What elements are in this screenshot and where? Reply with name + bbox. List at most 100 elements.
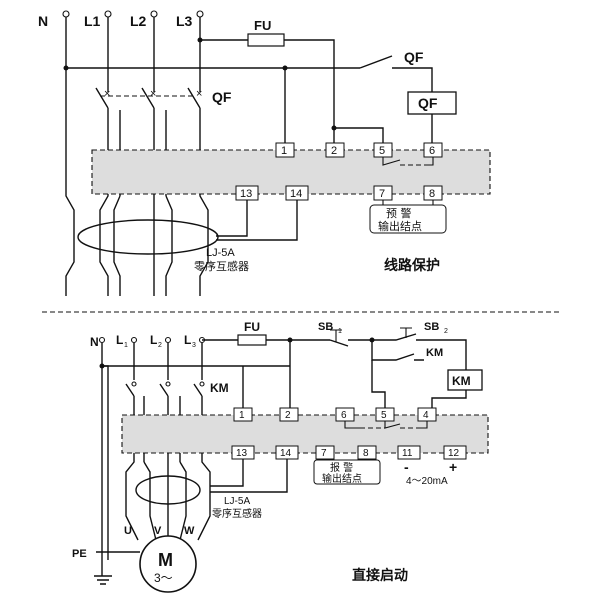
ct-wire-b-13: [210, 459, 244, 487]
n-conductor: [65, 17, 75, 296]
l2-inner: [165, 195, 173, 296]
terminal-l3: [196, 10, 204, 18]
line-label-n: N: [38, 13, 48, 29]
motor-phase: 3～: [154, 571, 173, 585]
terminal-6-label: 6: [429, 145, 435, 157]
terminal-5-label: 5: [379, 145, 385, 157]
terminal-b-7-label: 7: [321, 448, 327, 459]
ct-wire-13: [216, 200, 248, 237]
alarm-line1: 预 警: [386, 206, 412, 220]
breaker-x-l3: ×: [196, 88, 202, 100]
fuse-wire: [200, 39, 335, 128]
line-label-l2: L2: [130, 13, 147, 29]
terminal-b-11-label: 11: [402, 448, 413, 459]
terminal-b-6-label: 6: [341, 410, 347, 421]
l1-inner: [113, 195, 121, 296]
terminal-13-label: 13: [240, 188, 252, 200]
terminal-b-4-label: 4: [423, 410, 429, 421]
ct-wire-14: [216, 200, 298, 241]
terminal-7-label: 7: [379, 188, 385, 200]
sb1-actuator: [330, 329, 342, 342]
breaker-label-right: QF: [404, 49, 424, 65]
km-contact-l1: [131, 381, 137, 387]
wire-b-1: [242, 365, 290, 408]
label-sb1: SB: [318, 321, 333, 333]
alarm-line2: 输出结点: [378, 219, 422, 233]
terminal-b-8-label: 8: [363, 448, 369, 459]
l2-conductor: [141, 17, 155, 296]
qf-aux-contact: [359, 55, 393, 69]
label-pe: PE: [72, 548, 87, 560]
ct-model-b: LJ-5A: [224, 496, 250, 507]
label-l2: L: [150, 333, 157, 347]
label-v: V: [154, 525, 162, 537]
breaker-label-left: QF: [212, 89, 232, 105]
alarm-output-box: [369, 204, 447, 234]
label-km-main: KM: [210, 381, 229, 395]
terminal-2: [325, 142, 345, 158]
junction-t1: [282, 65, 288, 71]
wire-b-5: [371, 360, 386, 408]
terminal-b-14-label: 14: [280, 448, 292, 459]
label-sb2: SB: [424, 321, 439, 333]
terminal-1-label: 1: [281, 145, 287, 157]
line-label-l1: L1: [84, 13, 101, 29]
zero-sequence-ct-b: [135, 475, 201, 505]
km-coil-to-4: [431, 390, 467, 409]
alarm-b-line1: 报 警: [330, 461, 353, 474]
caption-direct-start: 直接启动: [352, 567, 408, 584]
terminal-n: [62, 10, 70, 18]
terminal-b-1-label: 1: [239, 410, 245, 421]
breaker-x-l2: ×: [150, 88, 156, 100]
breaker-x-l1: ×: [104, 88, 110, 100]
terminal-b-2-label: 2: [285, 410, 291, 421]
label-sb1-sub: 1: [338, 328, 342, 335]
direct-start-diagram: N L 1 L 2 L 3 PE KM FU: [72, 320, 489, 593]
line-protection-diagram: N L1 L2 L3 × × × QF QF: [38, 10, 491, 296]
fuse-label: FU: [254, 18, 271, 33]
inner-conductors-b: [143, 461, 187, 541]
label-n: N: [90, 335, 99, 349]
ct-name-b: 零序互感器: [212, 507, 262, 520]
terminal-b-12-label: 12: [448, 448, 460, 459]
junction-t2: [331, 125, 337, 131]
wire-terminal-2-5: [333, 127, 384, 143]
current-range: 4～20mA: [406, 476, 448, 487]
terminal-b-11: [397, 445, 421, 460]
internal-contact-5-6: [382, 157, 434, 166]
motor-label: M: [158, 550, 173, 570]
km-contact-l3: [199, 381, 205, 387]
fuse-b: [237, 334, 267, 346]
zero-sequence-ct: [77, 219, 219, 255]
terminal-b-5-label: 5: [381, 410, 387, 421]
label-w: W: [184, 525, 195, 537]
label-sb2-sub: 2: [444, 328, 448, 335]
terminal-l2-b: [164, 336, 172, 344]
km-contact-l2: [165, 381, 171, 387]
label-l3-sub: 3: [192, 342, 196, 349]
terminal-l2: [150, 10, 158, 18]
sb2-actuator: [400, 327, 412, 338]
qf-coil-label: QF: [418, 95, 438, 111]
label-fuse-b: FU: [244, 320, 260, 334]
terminal-8-label: 8: [429, 188, 435, 200]
km-coil: [447, 369, 483, 391]
alarm-b-line2: 输出结点: [322, 472, 362, 485]
ct-wire-b-14: [210, 459, 288, 493]
qf-aux-wire: [392, 67, 433, 92]
label-l2-sub: 2: [158, 342, 162, 349]
label-km-coil: KM: [452, 374, 471, 388]
ct-name: 零序互感器: [194, 259, 249, 273]
label-l1: L: [116, 333, 123, 347]
label-l1-sub: 1: [124, 342, 128, 349]
km-hold-contact: [371, 340, 424, 361]
terminal-b-2: [279, 407, 299, 422]
sb2-contact: [372, 333, 467, 370]
terminal-l1: [104, 10, 112, 18]
plus-sign: +: [449, 459, 457, 475]
terminal-n-b: [98, 336, 106, 344]
label-km-contact: KM: [426, 347, 443, 359]
terminal-b-12: [443, 445, 467, 460]
terminal-14-label: 14: [290, 188, 302, 200]
